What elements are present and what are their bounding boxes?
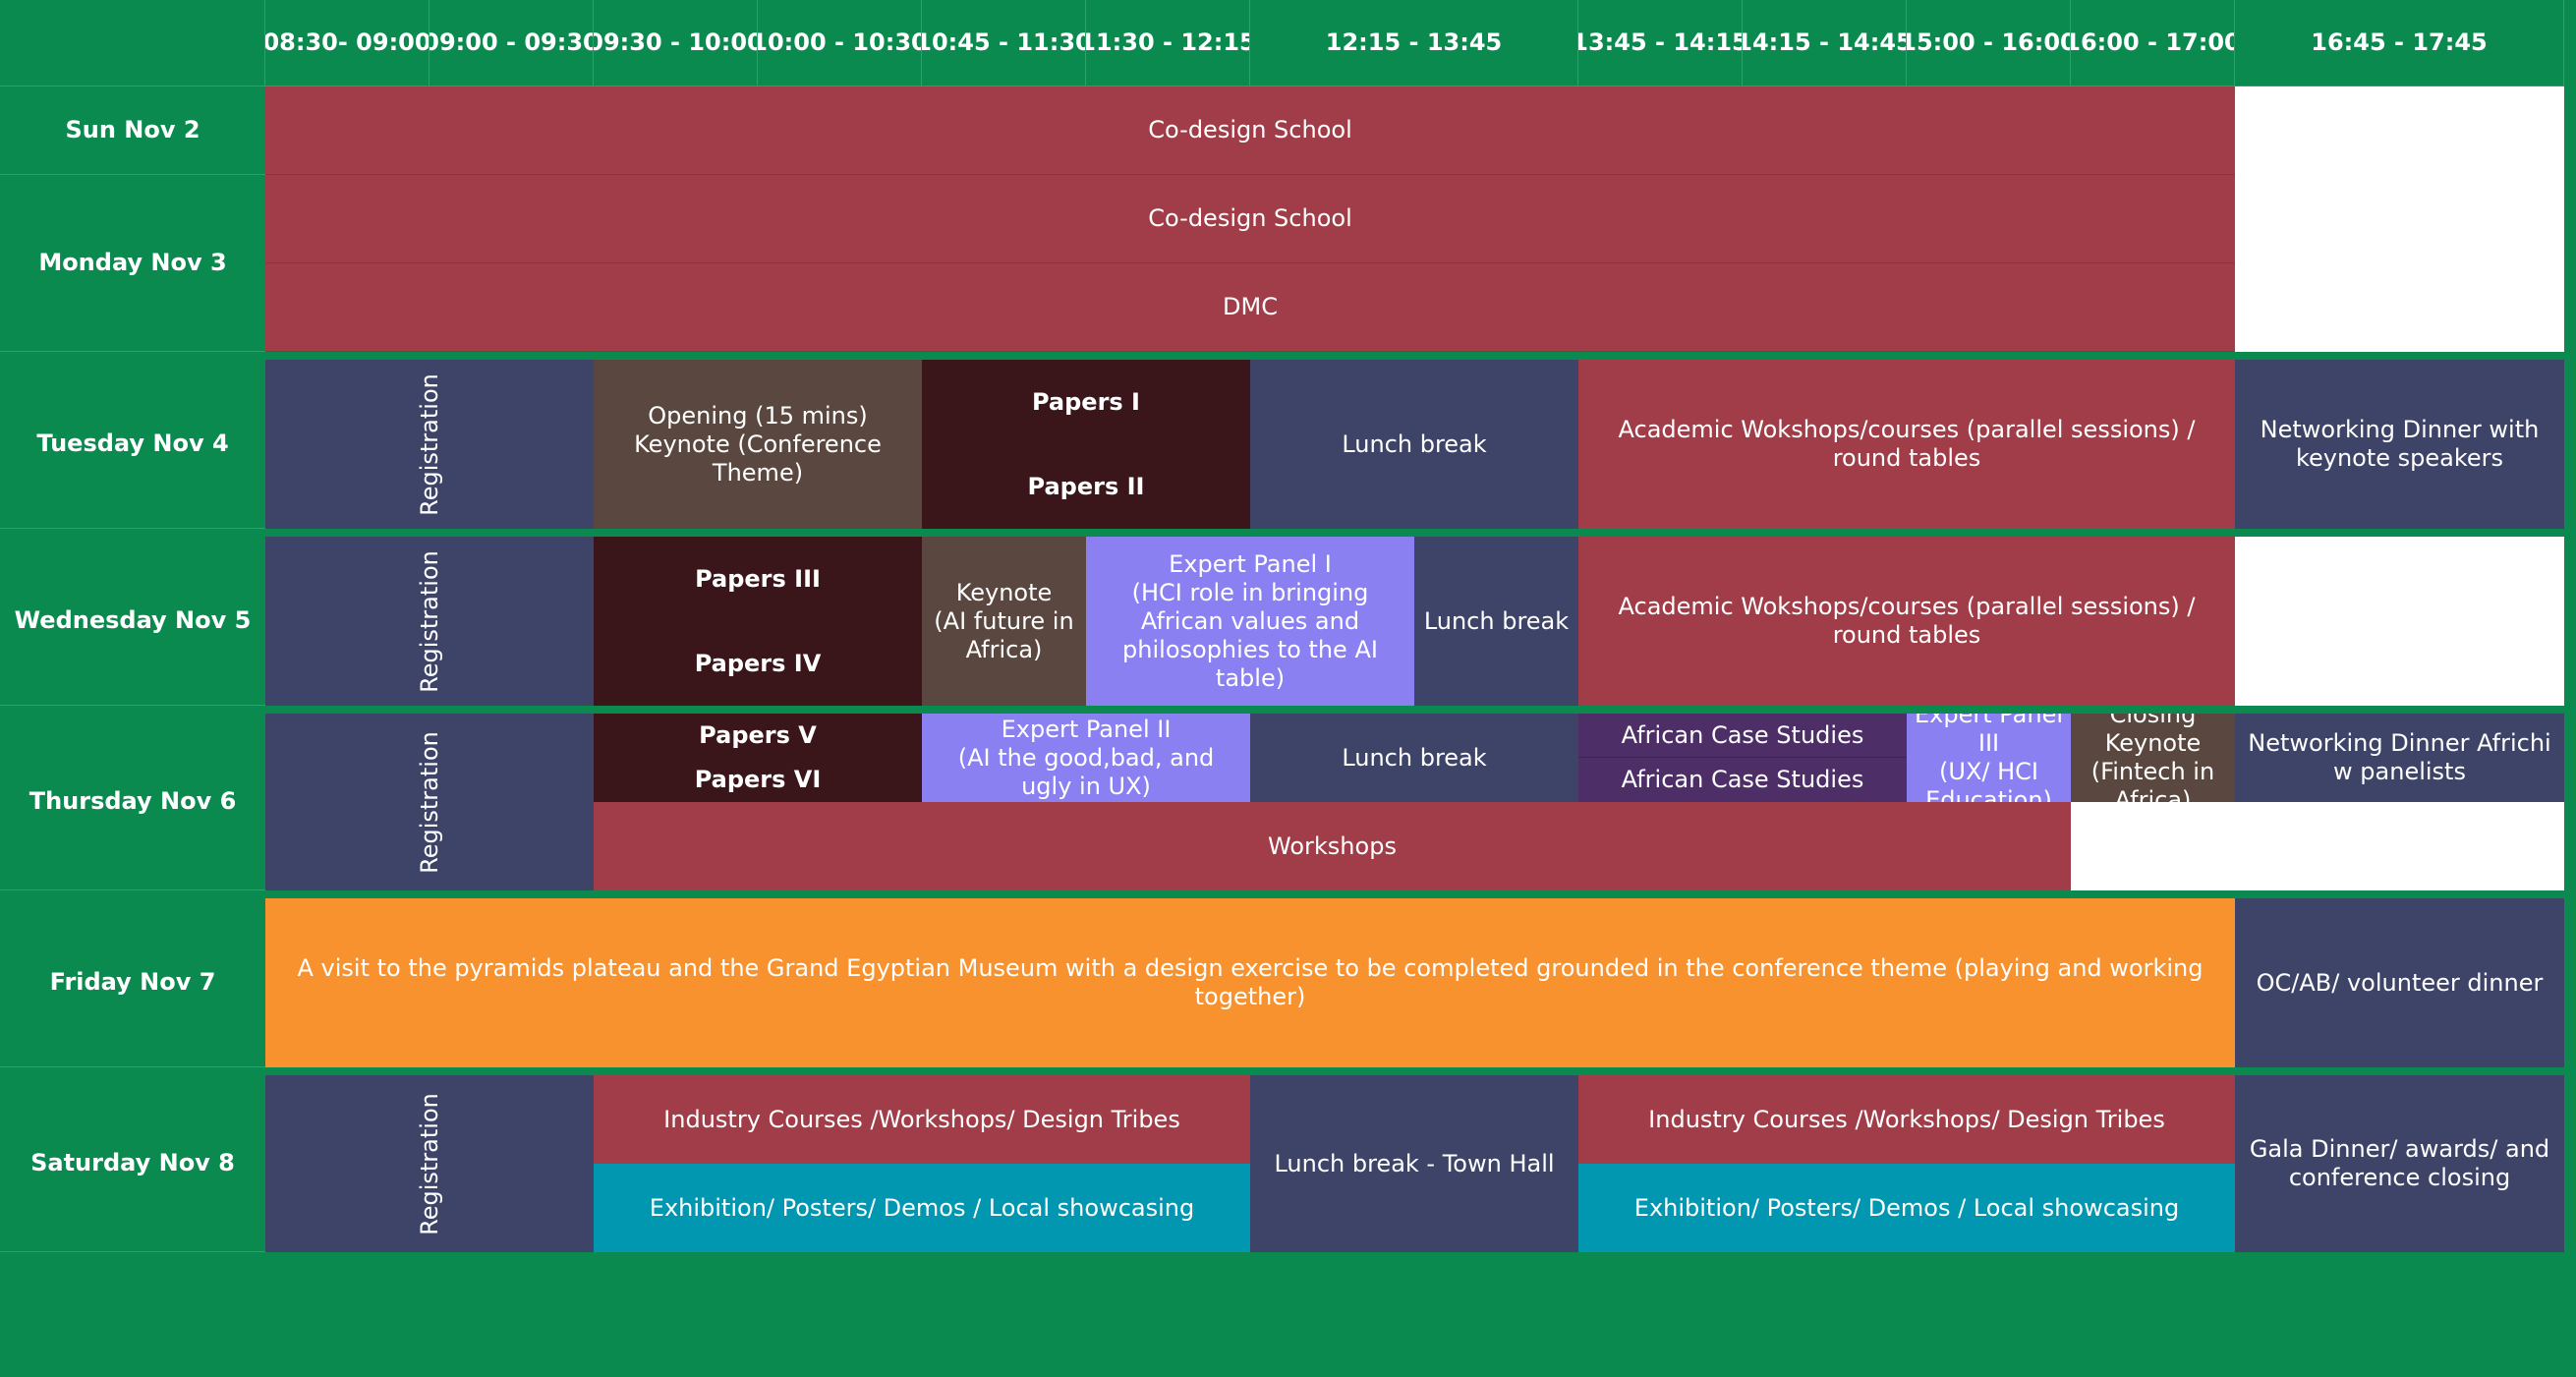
time-header: 12:15 - 13:45 xyxy=(1250,0,1578,86)
day-label-wed: Wednesday Nov 5 xyxy=(0,537,265,706)
session-registration: Registration xyxy=(265,360,594,529)
time-header: 11:30 - 12:15 xyxy=(1086,0,1250,86)
papers-2-label: Papers II xyxy=(1027,472,1145,500)
session-papers: Papers V Papers VI xyxy=(594,714,922,802)
session-lunch: Lunch break xyxy=(1250,360,1578,529)
session-codesign-sun: Co-design School xyxy=(265,86,2235,175)
session-networking-dinner: Networking Dinner with keynote speakers xyxy=(2235,360,2564,529)
case-study-2: African Case Studies xyxy=(1621,766,1864,794)
session-expert-panel-1: Expert Panel I (HCI role in bringing Afr… xyxy=(1086,537,1414,706)
row-separator xyxy=(0,352,2564,360)
session-exhibition: Exhibition/ Posters/ Demos / Local showc… xyxy=(1578,1164,2235,1252)
day-label-thu: Thursday Nov 6 xyxy=(0,714,265,890)
row-separator xyxy=(0,890,2564,898)
time-header: 10:45 - 11:30 xyxy=(922,0,1086,86)
session-lunch: Lunch break xyxy=(1250,714,1578,802)
session-keynote-ai-africa: Keynote (AI future in Africa) xyxy=(922,537,1086,706)
time-header: 16:45 - 17:45 xyxy=(2235,0,2564,86)
time-header: 09:00 - 09:30 xyxy=(429,0,594,86)
empty-cell xyxy=(2235,86,2564,352)
papers-1-label: Papers I xyxy=(1031,387,1140,416)
day-label-fri: Friday Nov 7 xyxy=(0,898,265,1067)
registration-label: Registration xyxy=(415,549,443,693)
day-label-tue: Tuesday Nov 4 xyxy=(0,360,265,529)
registration-label: Registration xyxy=(415,1092,443,1235)
session-gala-dinner: Gala Dinner/ awards/ and conference clos… xyxy=(2235,1075,2564,1252)
papers-5-label: Papers V xyxy=(699,721,817,749)
session-lunch-town-hall: Lunch break - Town Hall xyxy=(1250,1075,1578,1252)
session-registration: Registration xyxy=(265,1075,594,1252)
row-separator xyxy=(0,529,2564,537)
session-lunch: Lunch break xyxy=(1414,537,1578,706)
papers-4-label: Papers IV xyxy=(694,649,822,677)
session-industry-courses: Industry Courses /Workshops/ Design Trib… xyxy=(594,1075,1250,1164)
time-header: 08:30- 09:00 xyxy=(265,0,429,86)
time-header: 15:00 - 16:00 xyxy=(1907,0,2071,86)
case-study-1: African Case Studies xyxy=(1578,714,1907,759)
session-dmc: DMC xyxy=(265,263,2235,352)
session-industry-courses: Industry Courses /Workshops/ Design Trib… xyxy=(1578,1075,2235,1164)
session-exhibition: Exhibition/ Posters/ Demos / Local showc… xyxy=(594,1164,1250,1252)
session-opening-keynote: Opening (15 mins) Keynote (Conference Th… xyxy=(594,360,922,529)
row-separator xyxy=(0,706,2564,714)
registration-label: Registration xyxy=(415,373,443,516)
session-academic-workshops: Academic Wokshops/courses (parallel sess… xyxy=(1578,360,2235,529)
session-volunteer-dinner: OC/AB/ volunteer dinner xyxy=(2235,898,2564,1067)
session-codesign-mon: Co-design School xyxy=(265,175,2235,263)
session-workshops: Workshops xyxy=(594,802,2071,890)
session-african-case-studies: African Case Studies African Case Studie… xyxy=(1578,714,1907,802)
session-academic-workshops: Academic Wokshops/courses (parallel sess… xyxy=(1578,537,2235,706)
time-header: 09:30 - 10:00 xyxy=(594,0,758,86)
row-separator xyxy=(0,1067,2564,1075)
registration-label: Registration xyxy=(415,730,443,874)
day-label-sun: Sun Nov 2 xyxy=(0,86,265,175)
session-expert-panel-2: Expert Panel II (AI the good,bad, and ug… xyxy=(922,714,1250,802)
empty-cell xyxy=(2071,802,2564,890)
papers-3-label: Papers III xyxy=(695,564,821,593)
session-papers: Papers III Papers IV xyxy=(594,537,922,706)
row-separator xyxy=(0,1252,2564,1257)
session-registration: Registration xyxy=(265,714,594,890)
papers-6-label: Papers VI xyxy=(694,766,822,793)
day-label-sat: Saturday Nov 8 xyxy=(0,1075,265,1252)
time-header: 16:00 - 17:00 xyxy=(2071,0,2235,86)
corner-cell xyxy=(0,0,265,86)
time-header: 13:45 - 14:15 xyxy=(1578,0,1743,86)
session-papers: Papers I Papers II xyxy=(922,360,1250,529)
time-header: 14:15 - 14:45 xyxy=(1743,0,1907,86)
time-header: 10:00 - 10:30 xyxy=(758,0,922,86)
empty-cell xyxy=(2235,537,2564,706)
session-networking-dinner-africhi: Networking Dinner Africhi w panelists xyxy=(2235,714,2564,802)
session-pyramids-visit: A visit to the pyramids plateau and the … xyxy=(265,898,2235,1067)
day-label-mon: Monday Nov 3 xyxy=(0,175,265,352)
session-expert-panel-3: Expert Panel III (UX/ HCI Education) xyxy=(1907,714,2071,802)
session-registration: Registration xyxy=(265,537,594,706)
session-closing-keynote: Closing Keynote (Fintech in Africa) xyxy=(2071,714,2235,802)
